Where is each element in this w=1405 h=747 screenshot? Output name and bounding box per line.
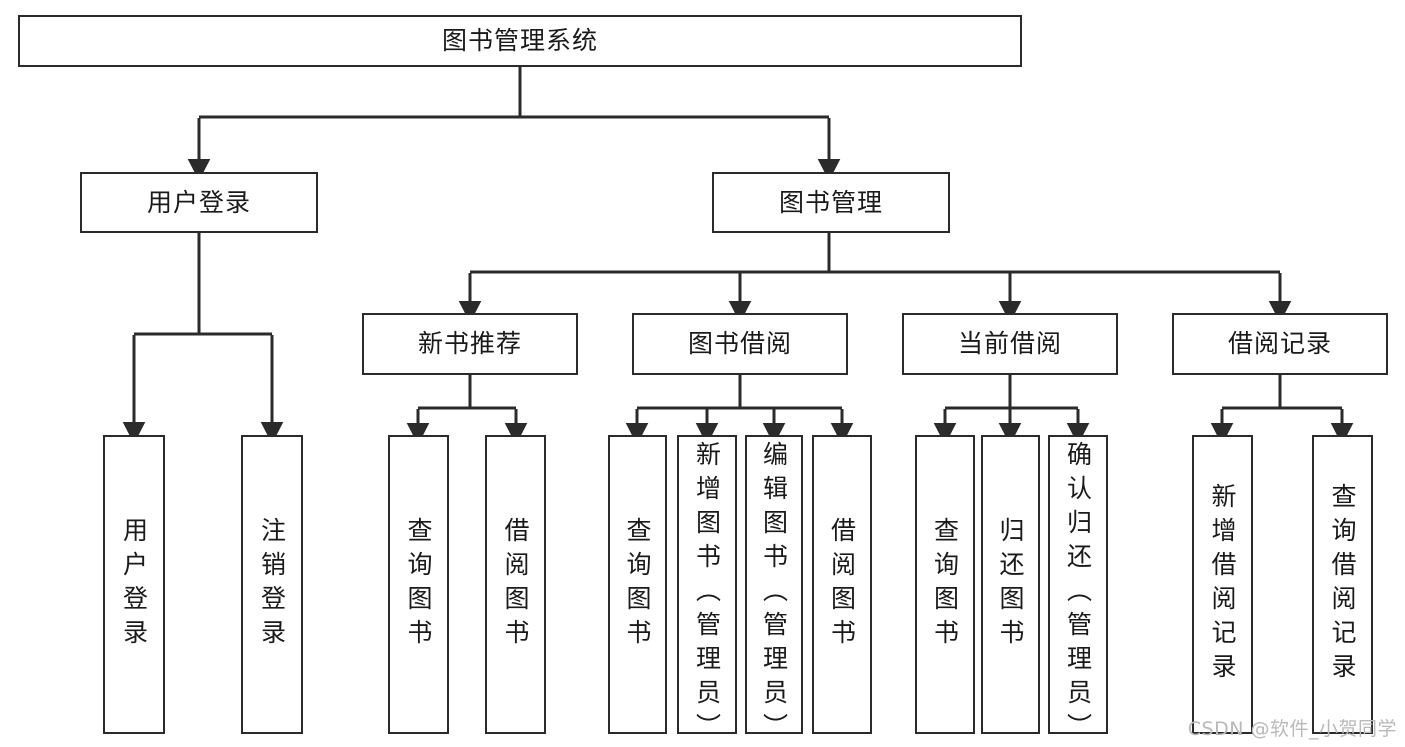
node-borrow-borrow-book[interactable]: 借阅图书 xyxy=(812,435,872,734)
node-current-return-book[interactable]: 归还图书 xyxy=(981,435,1040,734)
node-current-confirm-return-admin[interactable]: 确认归还（管理员） xyxy=(1048,435,1108,747)
csdn-watermark: CSDN @软件_小贺同学 xyxy=(1187,718,1397,740)
node-record-add[interactable]: 新增借阅记录 xyxy=(1192,435,1253,734)
node-recommend-borrow-book[interactable]: 借阅图书 xyxy=(485,435,546,734)
node-label: 新增借阅记录 xyxy=(1208,482,1237,687)
node-label: 新增图书（管理员） xyxy=(692,441,722,747)
node-label: 图书借阅 xyxy=(687,329,792,359)
node-label: 查询图书 xyxy=(930,516,960,653)
node-label: 当前借阅 xyxy=(957,329,1062,359)
node-label: 用户登录 xyxy=(146,187,251,217)
node-label: 借阅图书 xyxy=(501,516,530,653)
node-label: 查询借阅记录 xyxy=(1328,482,1357,687)
node-label: 图书管理系统 xyxy=(441,26,598,56)
node-label: 查询图书 xyxy=(623,516,652,653)
node-label: 编辑图书（管理员） xyxy=(759,441,789,747)
node-borrow-record[interactable]: 借阅记录 xyxy=(1172,313,1388,375)
node-label: 确认归还（管理员） xyxy=(1063,441,1093,747)
node-user-logout[interactable]: 注销登录 xyxy=(241,435,303,734)
node-label: 查询图书 xyxy=(404,516,433,653)
node-user-login-do[interactable]: 用户登录 xyxy=(103,435,165,734)
node-root-system[interactable]: 图书管理系统 xyxy=(18,15,1022,67)
node-borrow-edit-book-admin[interactable]: 编辑图书（管理员） xyxy=(745,435,803,747)
node-borrow-add-book-admin[interactable]: 新增图书（管理员） xyxy=(677,435,737,747)
node-recommend-query-book[interactable]: 查询图书 xyxy=(388,435,449,734)
node-label: 注销登录 xyxy=(257,516,287,653)
node-label: 归还图书 xyxy=(996,516,1025,653)
node-book-management[interactable]: 图书管理 xyxy=(712,172,950,233)
node-new-book-recommend[interactable]: 新书推荐 xyxy=(362,313,578,375)
node-current-query-book[interactable]: 查询图书 xyxy=(915,435,975,734)
node-label: 图书管理 xyxy=(778,187,883,217)
node-label: 借阅记录 xyxy=(1227,329,1332,359)
node-record-query[interactable]: 查询借阅记录 xyxy=(1312,435,1373,734)
node-current-borrow[interactable]: 当前借阅 xyxy=(902,313,1118,375)
node-label: 新书推荐 xyxy=(417,329,522,359)
node-label: 用户登录 xyxy=(119,516,149,653)
node-borrow-query-book[interactable]: 查询图书 xyxy=(608,435,667,734)
node-book-borrow[interactable]: 图书借阅 xyxy=(632,313,848,375)
node-label: 借阅图书 xyxy=(827,516,857,653)
node-user-login[interactable]: 用户登录 xyxy=(80,172,318,233)
